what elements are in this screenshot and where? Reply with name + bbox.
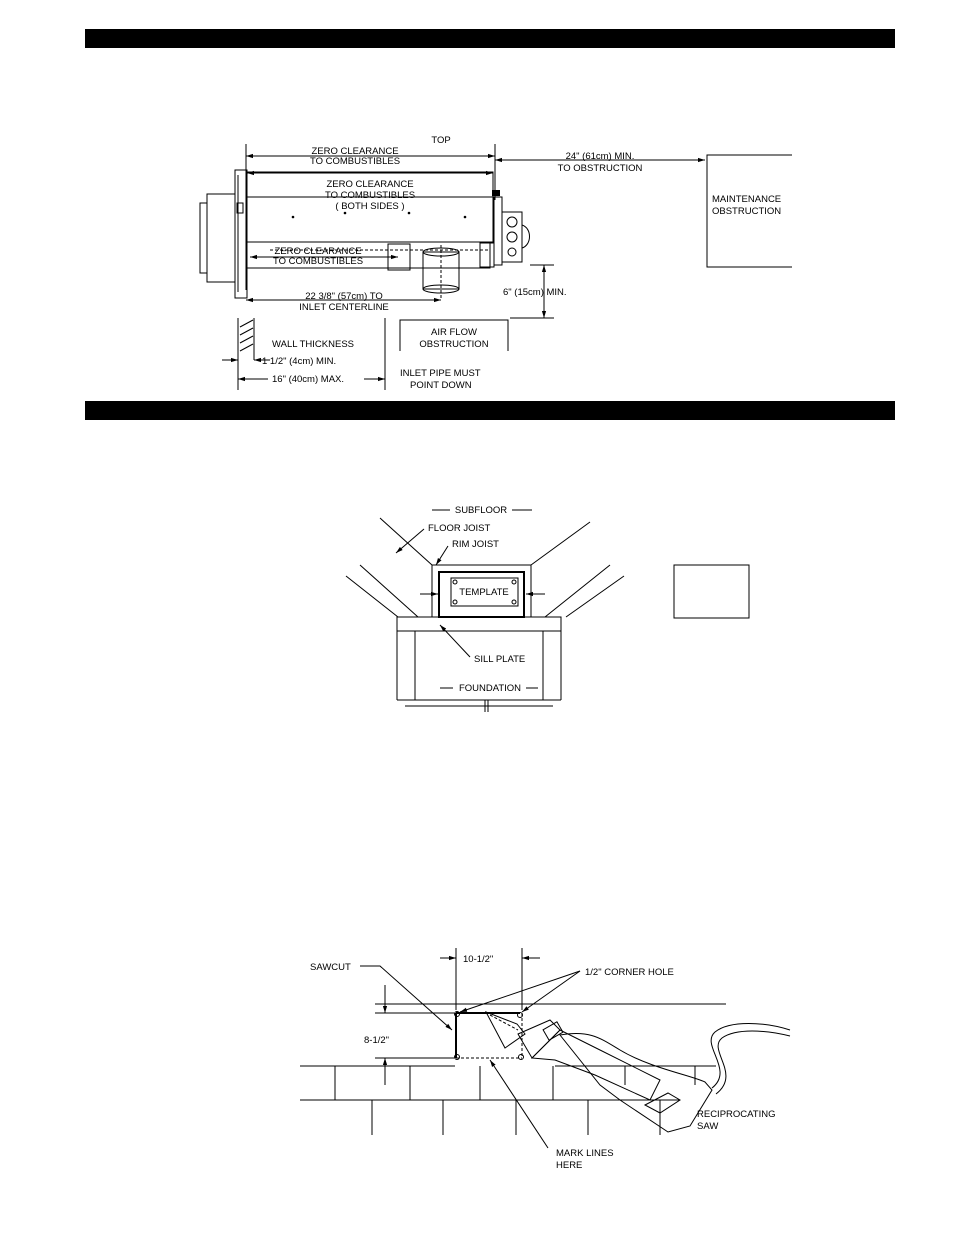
saw-label-line1: RECIPROCATING [697, 1109, 775, 1120]
zero-clearance-bottom-line1: ZERO CLEARANCE [274, 246, 361, 257]
zero-clearance-top-line2: TO COMBUSTIBLES [310, 156, 400, 167]
obstruction-distance-line1: 24" (61cm) MIN. [566, 151, 635, 162]
inlet-centerline-line2: INLET CENTERLINE [299, 302, 389, 313]
maintenance-label-line2: OBSTRUCTION [712, 206, 781, 217]
zero-clearance-top-line1: ZERO CLEARANCE [311, 146, 398, 157]
header-bar-2 [85, 401, 895, 420]
mark-lines-line2: HERE [556, 1160, 582, 1171]
zero-clearance-bottom-line2: TO COMBUSTIBLES [273, 256, 363, 267]
height-dimension-label: 8-1/2" [364, 1035, 389, 1046]
sill-plate-label: SILL PLATE [474, 654, 525, 665]
top-label: TOP [431, 135, 450, 146]
sawcut-label: SAWCUT [310, 962, 351, 973]
clearance-diagram: TOP ZERO CLEARANCE TO COMBUSTIBLES 24" (… [199, 135, 792, 391]
inlet-centerline-line1: 22 3/8" (57cm) TO [305, 291, 382, 302]
maintenance-label-line1: MAINTENANCE [712, 194, 781, 205]
rim-joist-label: RIM JOIST [452, 539, 499, 550]
wall-max-label: 16" (40cm) MAX. [272, 374, 344, 385]
saw-label-line2: SAW [697, 1121, 718, 1132]
air-flow-line2: OBSTRUCTION [419, 339, 488, 350]
subfloor-label: SUBFLOOR [455, 505, 507, 516]
sawcut-diagram: 10-1/2" 8-1/2" SAWCUT 1/2" CORNER HOLE M… [300, 948, 791, 1171]
zero-clearance-sides-line2: TO COMBUSTIBLES [325, 190, 415, 201]
floor-joist-label: FLOOR JOIST [428, 523, 490, 534]
header-bar-1 [85, 29, 895, 48]
template-label: TEMPLATE [459, 587, 508, 598]
zero-clearance-sides-line3: ( BOTH SIDES ) [335, 201, 404, 212]
wall-min-label: 1 1/2" (4cm) MIN. [262, 356, 336, 367]
air-flow-line1: AIR FLOW [431, 327, 477, 338]
reciprocating-saw-icon [484, 1011, 791, 1133]
wall-thickness-label: WALL THICKNESS [272, 339, 354, 350]
mark-lines-line1: MARK LINES [556, 1148, 614, 1159]
legend-box [673, 564, 750, 619]
width-dimension-label: 10-1/2" [463, 954, 493, 965]
foundation-label: FOUNDATION [459, 683, 521, 694]
inlet-pipe-line1: INLET PIPE MUST [400, 368, 481, 379]
inlet-pipe-line2: POINT DOWN [410, 380, 472, 391]
corner-hole-label: 1/2" CORNER HOLE [585, 967, 674, 978]
template-diagram: SUBFLOOR TEMPLATE FLOOR JOIST RIM JOIST [345, 505, 750, 712]
zero-clearance-sides-line1: ZERO CLEARANCE [326, 179, 413, 190]
six-inch-min-label: 6" (15cm) MIN. [503, 287, 567, 298]
obstruction-distance-line2: TO OBSTRUCTION [558, 163, 643, 174]
